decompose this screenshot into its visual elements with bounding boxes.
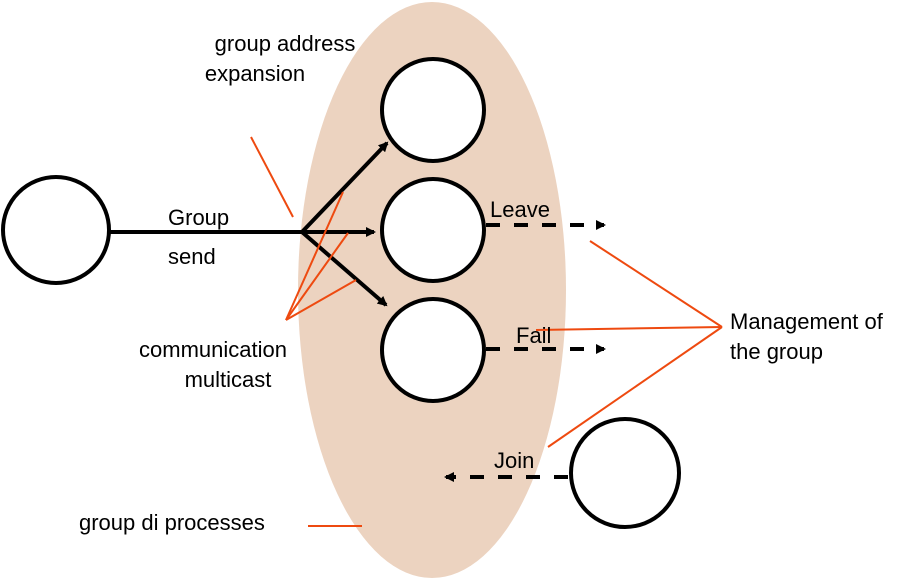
multicast-arrow-top [300, 141, 389, 234]
annotation-line-multicast-1 [285, 191, 344, 321]
multicast-arrow-bottom [300, 230, 388, 307]
joining-process-node [569, 417, 681, 529]
annotation-line-management-join [547, 326, 723, 448]
annotation-line-management-fail [535, 326, 723, 331]
management-of-the-group-label: Management of the group [730, 307, 883, 367]
member-process-node-middle [380, 177, 486, 283]
communication-multicast-label: communication multicast [118, 335, 308, 395]
communication-multicast-line-1: communication [139, 337, 287, 362]
annotation-line-expansion [250, 136, 294, 218]
group-address-expansion-line-1: group address [214, 31, 356, 56]
management-line-1: Management of [730, 309, 883, 334]
fail-label: Fail [516, 323, 552, 348]
group-send-line-2: send [168, 244, 216, 269]
join-label: Join [494, 448, 535, 473]
member-process-node-bottom [380, 297, 486, 403]
group-di-processes-label: group di processes [79, 510, 265, 535]
annotation-line-multicast-2 [285, 232, 349, 321]
annotation-lines [250, 136, 723, 527]
group-send-label: Group send [168, 203, 229, 272]
annotation-line-multicast-3 [285, 279, 357, 321]
management-line-2: the group [730, 339, 823, 364]
communication-multicast-line-2: multicast [184, 367, 272, 392]
annotation-line-management-leave [589, 240, 723, 328]
group-region [298, 2, 566, 578]
member-process-node-top [380, 57, 486, 163]
group-address-expansion-label: group address expansion [190, 29, 380, 89]
leave-label: Leave [490, 197, 550, 222]
group-send-line-1: Group [168, 205, 230, 230]
sender-process-node [1, 175, 111, 285]
group-address-expansion-line-2: expansion [204, 61, 306, 86]
